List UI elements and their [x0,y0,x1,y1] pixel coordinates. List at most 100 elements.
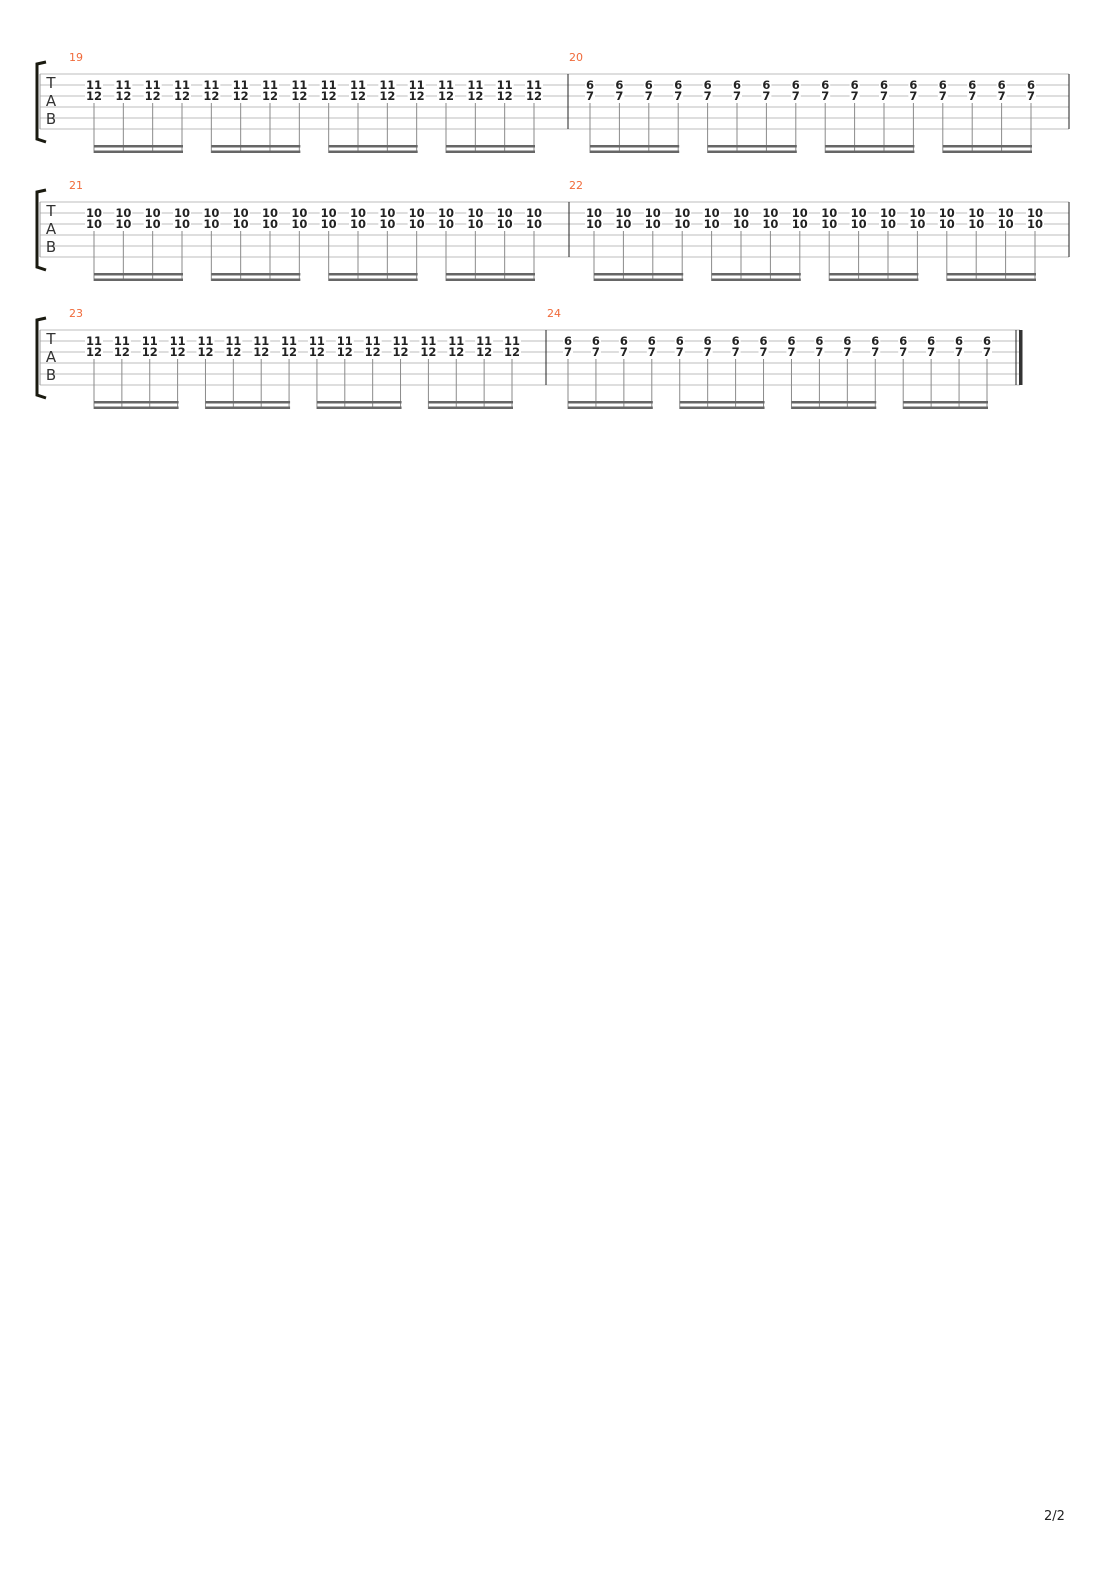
fret-number-string-2: 6 [620,334,628,348]
note-background [307,335,326,357]
fret-number-string-2: 10 [379,206,395,220]
fret-number-string-2: 10 [467,206,483,220]
fret-number-string-3: 12 [262,89,278,103]
beam-sixteenth-1 [791,401,877,404]
note-background [280,335,299,357]
fret-number-string-2: 10 [233,206,249,220]
fret-number-string-3: 12 [467,89,483,103]
fret-number-string-2: 6 [586,78,594,92]
fret-number-string-2: 6 [1027,78,1035,92]
fret-number-string-2: 11 [365,334,381,348]
note-background [525,79,543,101]
fret-number-string-2: 6 [615,78,623,92]
fret-number-string-2: 10 [674,206,690,220]
fret-number-string-3: 10 [880,217,896,231]
fret-number-string-2: 10 [733,206,749,220]
note-background [702,335,713,357]
fret-number-string-2: 10 [998,206,1014,220]
fret-number-string-2: 10 [939,206,955,220]
note-background [1026,207,1044,229]
beam-sixteenth-1 [446,273,535,276]
fret-number-string-3: 7 [732,345,740,359]
beam-sixteenth-1 [446,145,535,148]
fret-number-string-3: 10 [615,217,631,231]
note-background [618,335,629,357]
fret-number-string-2: 6 [704,334,712,348]
note-background [926,335,937,357]
note-background [261,207,279,229]
fret-number-string-2: 6 [792,78,800,92]
note-background [319,79,338,101]
beam-sixteenth-1 [903,401,988,404]
note-background [820,207,839,229]
fret-number-string-3: 10 [203,217,219,231]
fret-number-string-3: 7 [851,89,859,103]
fret-number-string-3: 12 [476,345,492,359]
fret-number-string-2: 11 [145,78,161,92]
fret-number-string-3: 7 [733,89,741,103]
note-background [614,207,633,229]
fret-number-string-2: 11 [197,334,213,348]
measure-number: 22 [569,179,583,192]
beam-sixteenth-2 [446,278,535,281]
fret-number-string-3: 7 [704,89,712,103]
fret-number-string-3: 10 [762,217,778,231]
fret-number-string-2: 10 [704,206,720,220]
note-background [437,207,455,229]
fret-number-string-2: 6 [592,334,600,348]
beam-sixteenth-1 [590,145,680,148]
note-background [732,207,750,229]
note-background [447,335,466,357]
fret-number-string-2: 10 [350,206,366,220]
fret-number-string-2: 10 [762,206,778,220]
measure-number: 19 [69,51,83,64]
note-background [140,335,159,357]
note-background [173,207,191,229]
